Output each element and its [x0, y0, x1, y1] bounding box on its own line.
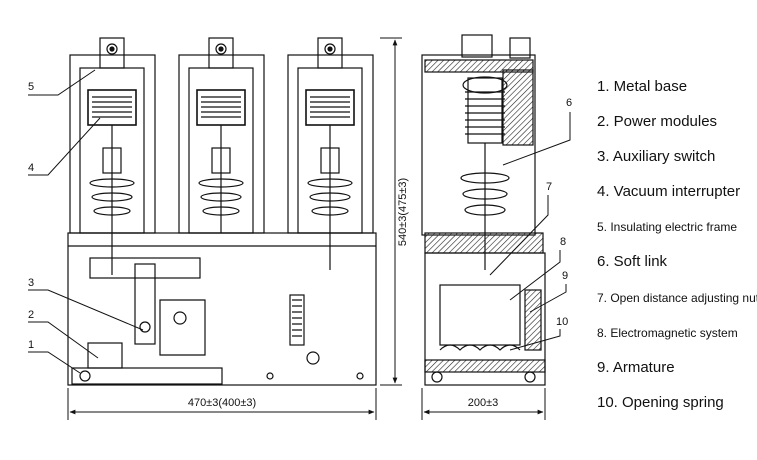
legend: 1. Metal base 2. Power modules 3. Auxili…	[597, 0, 757, 460]
legend-item-2: 2. Power modules	[597, 113, 718, 130]
callout-9: 9	[562, 270, 568, 282]
callout-4: 4	[28, 162, 34, 174]
width-dimension-label: 470±3(400±3)	[188, 397, 256, 409]
legend-item-4: 4. Vacuum interrupter	[597, 183, 741, 200]
pole-2	[178, 37, 265, 234]
legend-item-9: 9. Armature	[597, 359, 675, 376]
callout-leaders	[28, 69, 571, 374]
callout-3: 3	[28, 277, 34, 289]
legend-item-5: 5. Insulating electric frame	[597, 220, 738, 234]
callout-6: 6	[566, 97, 572, 109]
legend-item-3: 3. Auxiliary switch	[597, 148, 716, 165]
height-dimension-label: 540±3(475±3)	[397, 178, 409, 246]
callout-numbers: 5 4 3 2 1 6 7 8 9 10	[28, 81, 572, 351]
side-width-dimension-label: 200±3	[468, 397, 499, 409]
dimension-lines	[67, 37, 546, 420]
callout-5: 5	[28, 81, 34, 93]
side-view	[421, 34, 546, 386]
legend-item-1: 1. Metal base	[597, 78, 688, 95]
callout-10: 10	[556, 316, 568, 328]
callout-2: 2	[28, 309, 34, 321]
front-view	[67, 37, 377, 386]
pole-1	[69, 37, 156, 275]
pole-3	[287, 37, 374, 270]
legend-item-6: 6. Soft link	[597, 253, 668, 270]
dimension-labels: 470±3(400±3) 200±3 540±3(475±3)	[188, 178, 498, 409]
callout-8: 8	[560, 236, 566, 248]
legend-item-10: 10. Opening spring	[597, 394, 724, 411]
legend-item-8: 8. Electromagnetic system	[597, 326, 738, 340]
legend-item-7: 7. Open distance adjusting nut	[597, 291, 757, 305]
callout-1: 1	[28, 339, 34, 351]
callout-7: 7	[546, 181, 552, 193]
